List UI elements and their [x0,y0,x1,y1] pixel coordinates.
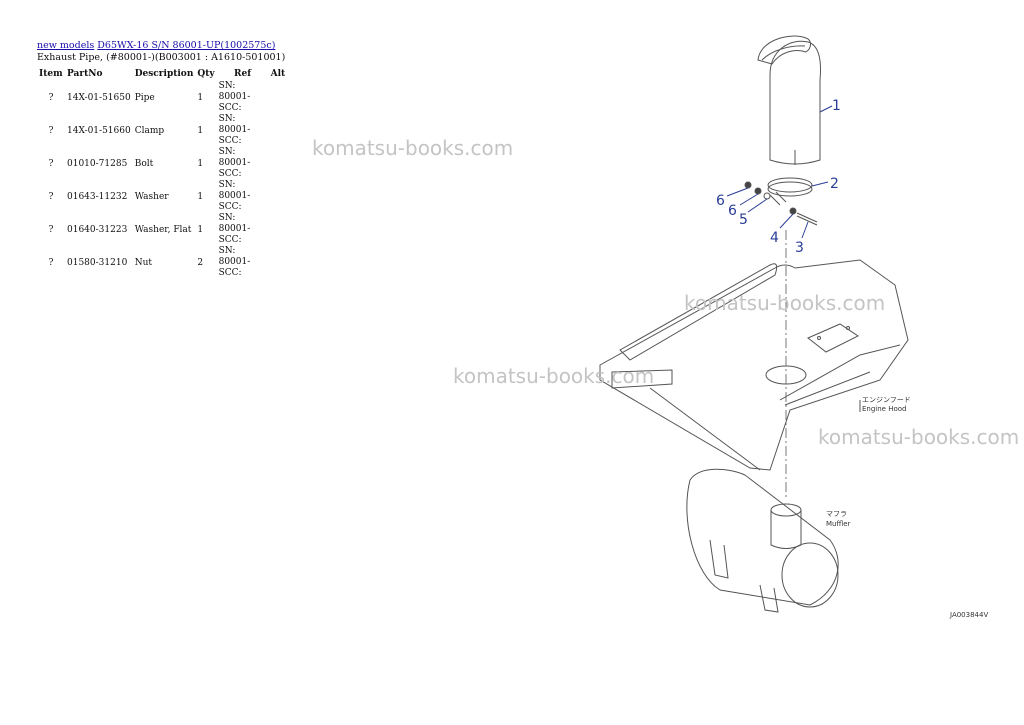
breadcrumb-models-link[interactable]: new models [37,40,95,51]
cell-qty: 1 [197,125,204,136]
cell-qty: 1 [197,191,204,202]
col-header-alt: Alt [270,68,286,79]
engine-hood-drawing [599,259,909,471]
watermark-1: komatsu-books.com [312,136,514,160]
page-subtitle: Exhaust Pipe, (#80001-)(B003001 : A1610-… [37,52,286,63]
cell-item: ? [48,125,54,136]
watermark-3: komatsu-books.com [453,364,655,388]
callout-leaders [726,105,833,239]
cell-ref: SN: 80001-SCC: [218,81,251,113]
col-header-partno: PartNo [67,68,103,79]
cell-alt [269,213,288,246]
cell-partno: 01643-11232 [67,191,128,202]
cell-item: ? [48,92,54,103]
cell-alt [269,114,288,147]
fasteners-drawing [744,181,818,226]
muffler-jp-label: マフラ [826,510,847,518]
table-row: ? 14X-01-51660 Clamp 1 SN: 80001-SCC: [37,114,287,147]
cell-ref: SN: 80001-SCC: [218,180,251,212]
cell-item: ? [48,224,54,235]
callout-2: 2 [830,176,839,192]
cell-item: ? [48,191,54,202]
drawing-code: JA003844V [949,611,988,619]
cell-partno: 01010-71285 [67,158,128,169]
cell-alt [269,147,288,180]
watermark-2: komatsu-books.com [684,291,886,315]
cell-ref: SN: 80001-SCC: [218,246,251,278]
muffler-drawing [686,468,839,613]
table-row: ? 14X-01-51650 Pipe 1 SN: 80001-SCC: [37,81,287,114]
table-row: ? 01010-71285 Bolt 1 SN: 80001-SCC: [37,147,287,180]
cell-item: ? [48,257,54,268]
cell-ref: SN: 80001-SCC: [218,213,251,245]
table-row: ? 01640-31223 Washer, Flat 1 SN: 80001-S… [37,213,287,246]
exhaust-pipe-drawing [757,35,821,165]
cell-qty: 1 [197,224,204,235]
breadcrumb: new models D65WX-16 S/N 86001-UP(1002575… [37,40,275,51]
col-header-ref: Ref [234,68,252,79]
cell-description: Washer [134,191,169,202]
cell-ref: SN: 80001-SCC: [218,114,251,146]
table-header-row: Item PartNo Description Qty Ref Alt [37,66,287,81]
cell-ref: SN: 80001-SCC: [218,147,251,179]
callout-4: 4 [770,230,779,246]
parts-table: Item PartNo Description Qty Ref Alt ? 14… [37,66,287,279]
cell-partno: 14X-01-51660 [67,125,131,136]
breadcrumb-model-link[interactable]: D65WX-16 S/N 86001-UP(1002575c) [97,40,276,51]
engine-hood-jp-label: エンジンフード [862,396,911,404]
cell-description: Nut [134,257,152,268]
cell-partno: 14X-01-51650 [67,92,131,103]
cell-partno: 01640-31223 [67,224,128,235]
cell-alt [269,246,288,279]
cell-item: ? [48,158,54,169]
cell-description: Bolt [134,158,154,169]
cell-alt [269,81,288,114]
table-row: ? 01580-31210 Nut 2 SN: 80001-SCC: [37,246,287,279]
callout-3: 3 [795,240,804,256]
cell-description: Pipe [134,92,155,103]
table-row: ? 01643-11232 Washer 1 SN: 80001-SCC: [37,180,287,213]
clamp-drawing [767,177,813,206]
cell-description: Clamp [134,125,165,136]
cell-qty: 1 [197,92,204,103]
col-header-item: Item [39,68,63,79]
cell-qty: 1 [197,158,204,169]
engine-hood-en-label: Engine Hood [862,405,907,413]
callout-6a: 6 [728,203,737,219]
col-header-qty: Qty [197,68,215,79]
cell-partno: 01580-31210 [67,257,128,268]
exhaust-parts-diagram: 1 2 3 4 5 6 6 エンジンフード Engine Hood マフラ Mu… [599,35,988,619]
cell-alt [269,180,288,213]
cell-qty: 2 [197,257,204,268]
muffler-en-label: Muffler [826,520,851,528]
watermark-4: komatsu-books.com [818,425,1020,449]
callout-6b: 6 [716,193,725,209]
col-header-description: Description [134,68,194,79]
cell-description: Washer, Flat [134,224,192,235]
callout-1: 1 [832,98,841,114]
callout-5: 5 [739,212,748,228]
